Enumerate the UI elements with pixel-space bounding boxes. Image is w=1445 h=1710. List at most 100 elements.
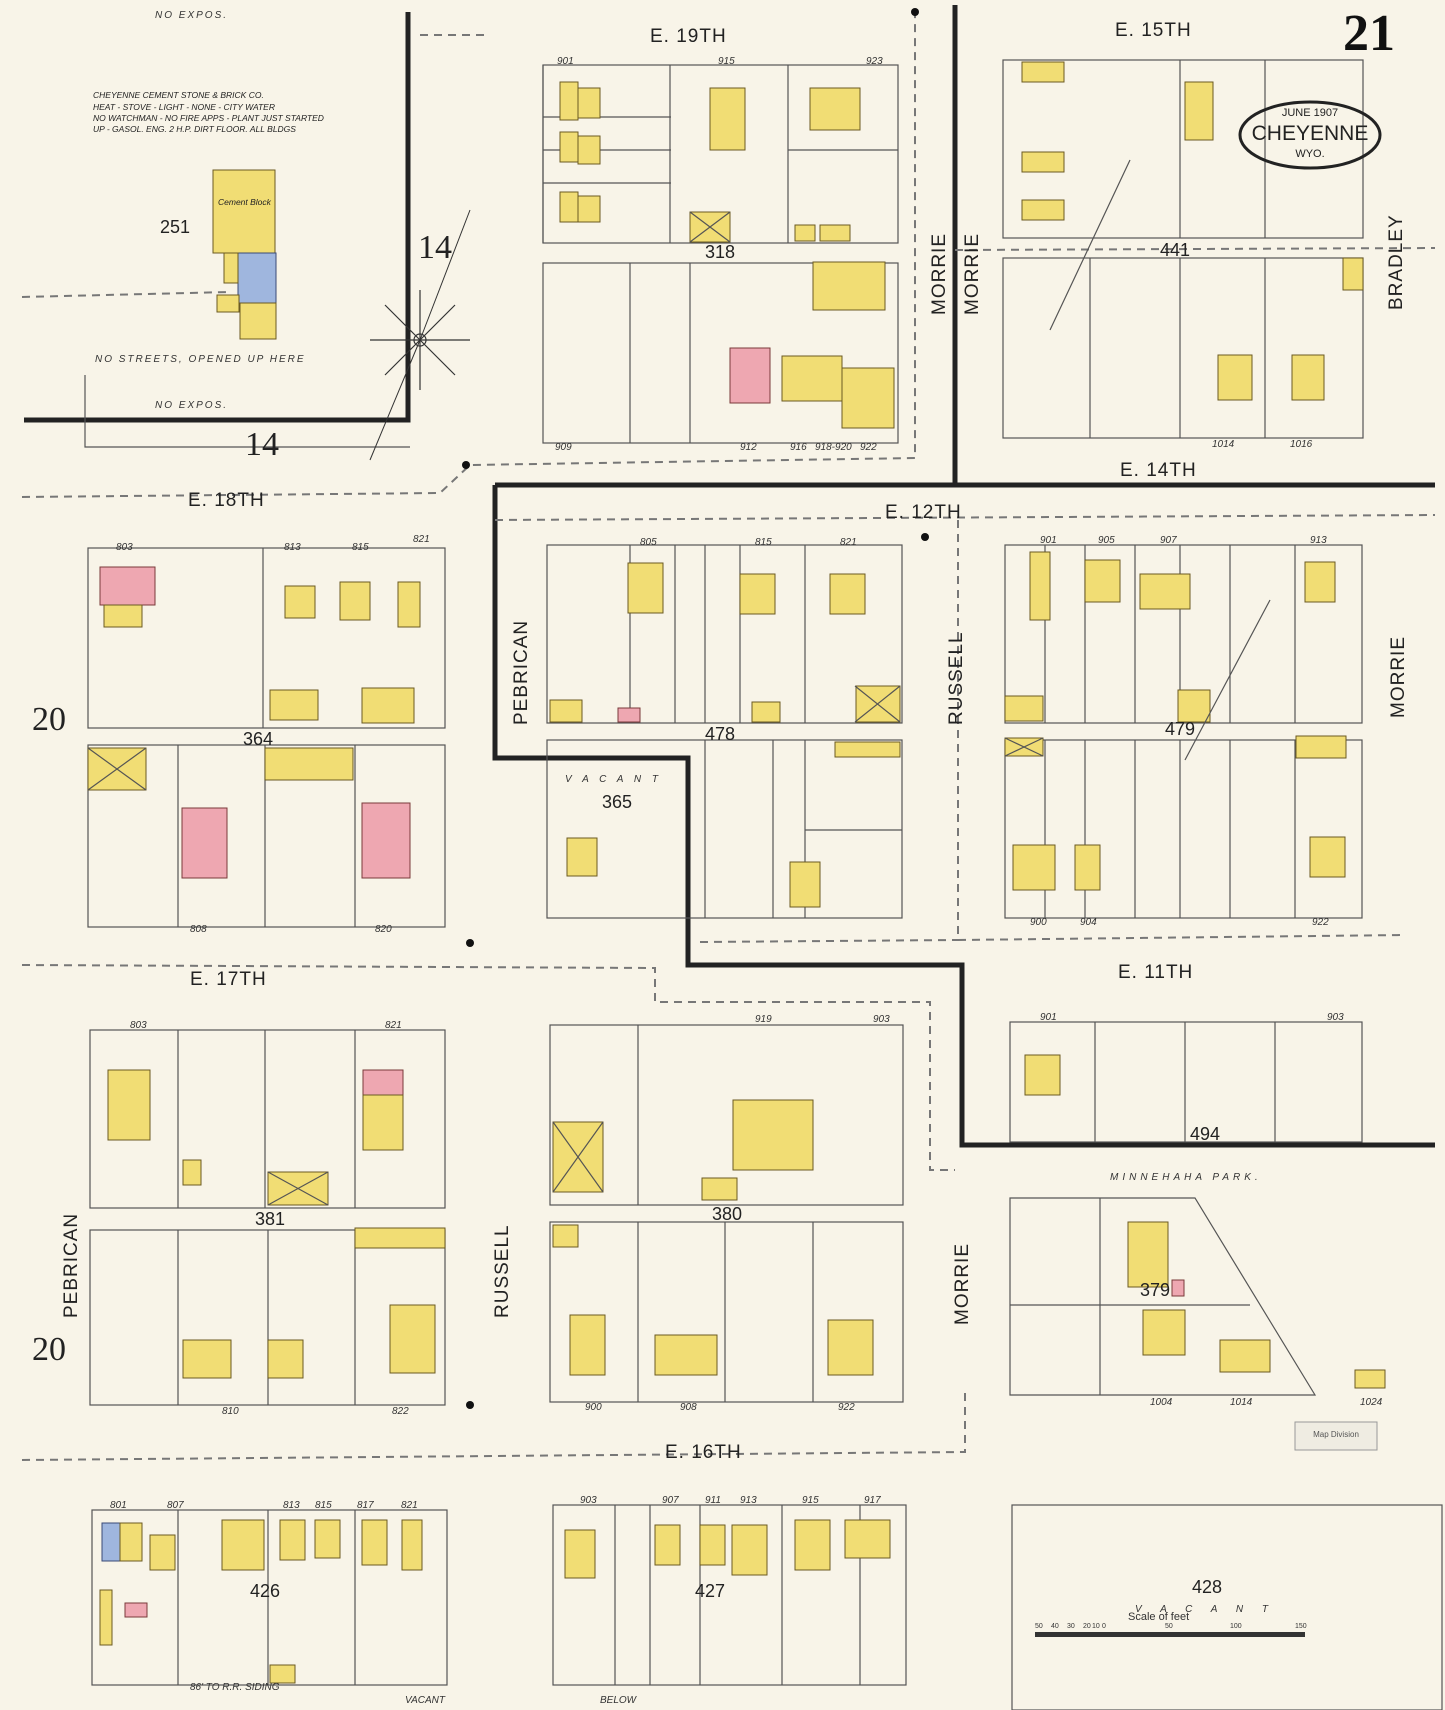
- cement-co-note: HEAT - STOVE - LIGHT - NONE - CITY WATER: [93, 102, 275, 112]
- scale-tick: 50: [1035, 1623, 1043, 1630]
- street-morrie: MORRIE: [952, 1243, 973, 1325]
- address: 904: [1080, 917, 1097, 928]
- address: 907: [662, 1495, 679, 1506]
- block-number: 441: [1160, 240, 1190, 260]
- address: 917: [864, 1495, 881, 1506]
- street-bradley: BRADLEY: [1386, 214, 1407, 310]
- address: 813: [284, 542, 301, 553]
- address: 915: [802, 1495, 819, 1506]
- block-number: 364: [243, 729, 273, 749]
- address: 911: [705, 1495, 721, 1506]
- address: 912: [740, 442, 757, 453]
- scale-tick: 0: [1102, 1623, 1106, 1630]
- block-number: 428: [1192, 1577, 1222, 1597]
- address: 923: [866, 56, 883, 67]
- address: 1014: [1212, 439, 1235, 450]
- scale-tick: 40: [1051, 1623, 1059, 1630]
- cement-co-note: NO WATCHMAN - NO FIRE APPS - PLANT JUST …: [93, 113, 324, 123]
- cement-block-label: Cement Block: [218, 197, 272, 207]
- block-number: 380: [712, 1204, 742, 1224]
- no-expos-label: NO EXPOS.: [155, 10, 228, 21]
- vacant-label: V A C A N T: [565, 774, 662, 785]
- water-main: [21, 12, 916, 498]
- block-numbers: 251 318 441 364 478 479 365 381 380 494 …: [160, 217, 1222, 1601]
- address: 808: [190, 924, 207, 935]
- water-main: [21, 964, 955, 1171]
- buildings: [87, 61, 1386, 1684]
- block-number: 427: [695, 1581, 725, 1601]
- address: 805: [640, 537, 657, 548]
- address: 803: [116, 542, 133, 553]
- no-expos-label: NO EXPOS.: [155, 400, 228, 411]
- address: 810: [222, 1406, 239, 1417]
- street-e17: E. 17TH: [190, 969, 267, 990]
- water-main: [21, 1388, 966, 1461]
- compass-rose-icon: [369, 209, 471, 461]
- street-russell: RUSSELL: [946, 631, 967, 725]
- cement-co-title: CHEYENNE CEMENT STONE & BRICK CO.: [93, 90, 264, 100]
- address: 815: [352, 542, 369, 553]
- street-pebrican: PEBRICAN: [61, 1213, 82, 1318]
- address: 901: [557, 56, 574, 67]
- address: 905: [1098, 535, 1115, 546]
- hydrants: [462, 8, 929, 1409]
- address: 821: [840, 537, 857, 548]
- address: 919: [755, 1014, 772, 1025]
- cement-co-note: UP - GASOL. ENG. 2 H.P. DIRT FLOOR. ALL …: [93, 124, 296, 134]
- scale-tick: 30: [1067, 1623, 1075, 1630]
- block-number: 494: [1190, 1124, 1220, 1144]
- diagonal-line: [1049, 159, 1131, 331]
- address: 822: [392, 1406, 409, 1417]
- boundary-line-center: [492, 485, 1435, 1148]
- address: 817: [357, 1500, 374, 1511]
- street-e16: E. 16TH: [665, 1442, 742, 1463]
- scale-tick: 10: [1092, 1623, 1100, 1630]
- address: 901: [1040, 1012, 1057, 1023]
- address: 916: [790, 442, 807, 453]
- adjoining-sheet-ref: 14: [418, 229, 452, 266]
- address: 1014: [1230, 1397, 1253, 1408]
- address: 913: [1310, 535, 1327, 546]
- below-label: BELOW: [600, 1695, 638, 1706]
- date-oval: [1238, 100, 1382, 170]
- street-morrie: MORRIE: [962, 233, 983, 315]
- address: 820: [375, 924, 392, 935]
- water-main: [954, 247, 1436, 251]
- address: 821: [385, 1020, 402, 1031]
- scale-tick: 20: [1083, 1623, 1091, 1630]
- rr-siding-label: 86' TO R.R. SIDING: [190, 1682, 280, 1693]
- scale-tick: 50: [1165, 1623, 1173, 1630]
- address: 903: [873, 1014, 890, 1025]
- address: 1004: [1150, 1397, 1173, 1408]
- scale-tick: 100: [1230, 1623, 1242, 1630]
- address: 821: [413, 534, 430, 545]
- block-number: 426: [250, 1581, 280, 1601]
- address: 1024: [1360, 1397, 1383, 1408]
- address: 901: [1040, 535, 1057, 546]
- block-number: 251: [160, 217, 190, 237]
- address: 815: [755, 537, 772, 548]
- address: 1016: [1290, 439, 1313, 450]
- block-number: 379: [1140, 1280, 1170, 1300]
- address: 922: [1312, 917, 1329, 928]
- address: 801: [110, 1500, 127, 1511]
- adjoining-sheet-ref: 14: [245, 426, 279, 463]
- street-e12: E. 12TH: [885, 502, 962, 523]
- address: 903: [580, 1495, 597, 1506]
- map-division-label: Map Division: [1313, 1430, 1359, 1439]
- street-e15: E. 15TH: [1115, 20, 1192, 41]
- sheet-city: CHEYENNE: [1252, 122, 1369, 145]
- scale-tick: 150: [1295, 1623, 1307, 1630]
- vacant-label: VACANT: [405, 1695, 446, 1706]
- sheet-date: JUNE 1907: [1282, 107, 1338, 119]
- address: 908: [680, 1402, 697, 1413]
- block-outlines: [84, 59, 1443, 1710]
- street-e18: E. 18TH: [188, 490, 265, 511]
- water-main: [699, 939, 959, 943]
- scale-label: Scale of feet: [1128, 1611, 1189, 1623]
- address: 813: [283, 1500, 300, 1511]
- water-main: [494, 514, 1436, 521]
- sheet-state: WYO.: [1295, 148, 1324, 160]
- minnehaha-park-label: MINNEHAHA PARK.: [1110, 1172, 1262, 1183]
